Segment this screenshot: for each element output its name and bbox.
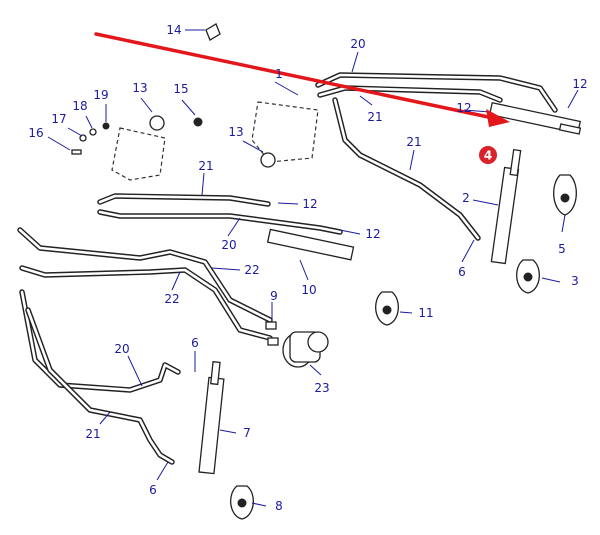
ball-joint-8 [230,485,254,520]
callout-20[interactable]: 20 [221,238,236,252]
highlight-marker-circle [479,146,497,164]
callout-labels: 14 20 1 12 12 21 13 15 19 18 17 16 13 21… [28,23,587,513]
left-mounting-bracket [111,127,166,181]
cylinder-4 [488,102,582,135]
callout-16[interactable]: 16 [28,126,43,140]
callout-6[interactable]: 6 [458,265,466,279]
callout-19[interactable]: 19 [93,88,108,102]
callout-6[interactable]: 6 [149,483,157,497]
ball-joint-3 [516,259,540,294]
callout-12[interactable]: 12 [456,101,471,115]
callout-13[interactable]: 13 [132,81,147,95]
callout-15[interactable]: 15 [173,82,188,96]
callout-12[interactable]: 12 [572,77,587,91]
small-hardware [71,23,279,346]
callout-12[interactable]: 12 [302,197,317,211]
callout-9[interactable]: 9 [270,289,278,303]
cylinder-10 [266,228,355,261]
callout-23[interactable]: 23 [314,381,329,395]
hose-bundle [17,72,558,465]
cylinder-2 [490,148,522,265]
callout-20[interactable]: 20 [114,342,129,356]
callout-14[interactable]: 14 [166,23,181,37]
highlight-marker-label: 4 [484,149,492,163]
callout-21[interactable]: 21 [85,427,100,441]
upper-mounting-bracket [251,101,319,163]
callout-3[interactable]: 3 [571,274,579,288]
callout-8[interactable]: 8 [275,499,283,513]
ball-joint-11 [375,291,399,326]
callout-11[interactable]: 11 [418,306,433,320]
callout-1[interactable]: 1 [275,67,283,81]
callout-7[interactable]: 7 [243,426,251,440]
callout-12[interactable]: 12 [365,227,380,241]
callout-18[interactable]: 18 [72,99,87,113]
callout-21[interactable]: 21 [198,159,213,173]
callout-20[interactable]: 20 [350,37,365,51]
callout-10[interactable]: 10 [301,283,316,297]
callout-2[interactable]: 2 [462,191,470,205]
callout-22[interactable]: 22 [164,292,179,306]
highlight-arrow [94,32,510,127]
callout-21[interactable]: 21 [367,110,382,124]
ball-joint-5 [553,174,577,216]
callout-21[interactable]: 21 [406,135,421,149]
callout-6[interactable]: 6 [191,336,199,350]
callout-22[interactable]: 22 [244,263,259,277]
hydraulic-motor-23 [282,331,329,368]
callout-13[interactable]: 13 [228,125,243,139]
cylinder-7 [198,361,225,475]
callout-5[interactable]: 5 [558,242,566,256]
leader-lines [47,29,579,507]
callout-17[interactable]: 17 [51,112,66,126]
highlight-marker-4[interactable]: 4 [479,146,497,164]
